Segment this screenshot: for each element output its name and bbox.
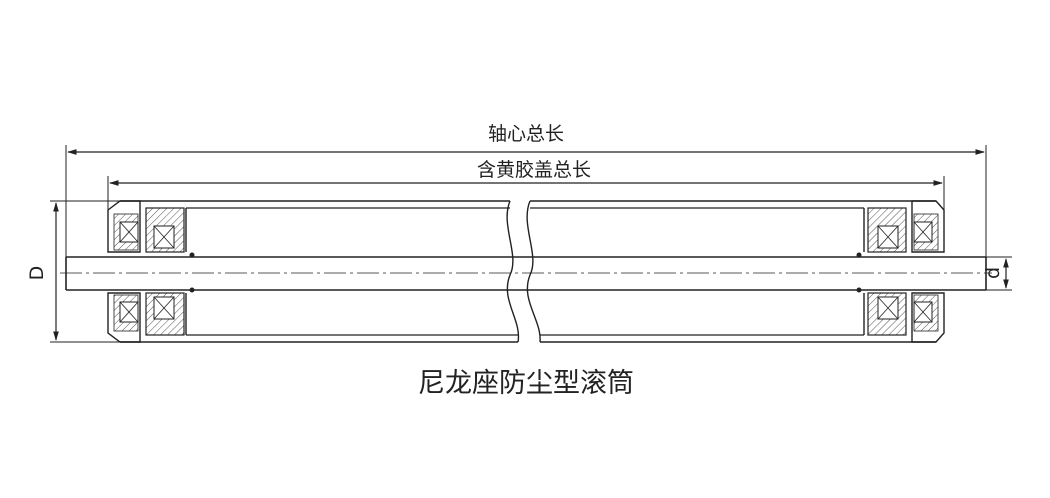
cap-length-label: 含黄胶盖总长 bbox=[477, 159, 591, 181]
tube bbox=[120, 200, 936, 343]
drawing-title: 尼龙座防尘型滚筒 bbox=[418, 368, 634, 399]
shaft bbox=[60, 256, 992, 291]
dimension-cap-length: 含黄胶盖总长 bbox=[107, 159, 945, 210]
outer-diameter-label: D bbox=[26, 266, 48, 281]
shaft-length-label: 轴心总长 bbox=[488, 123, 564, 145]
dimension-shaft-length: 轴心总长 bbox=[65, 123, 987, 258]
shaft-diameter-label: d bbox=[982, 267, 1004, 279]
dimension-outer-diameter: D bbox=[26, 200, 120, 343]
right-end-cap bbox=[856, 200, 945, 343]
dimension-shaft-diameter: d bbox=[982, 256, 1012, 291]
left-end-cap bbox=[107, 200, 195, 343]
